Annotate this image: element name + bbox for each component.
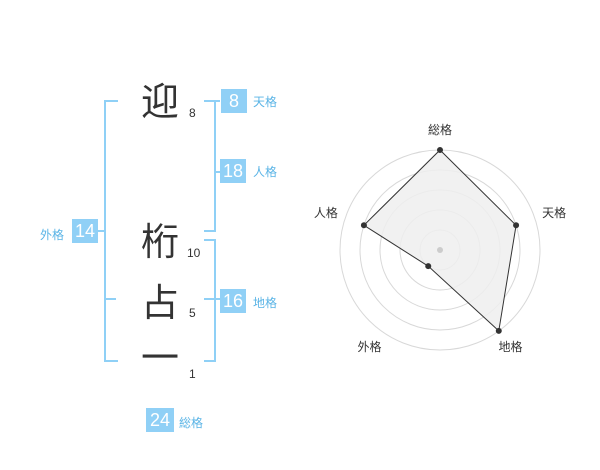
tenkaku-label: 天格 xyxy=(253,95,278,109)
radar-point-5 xyxy=(360,222,367,229)
radar-data-polygon xyxy=(363,149,517,332)
name-char-4: 一 xyxy=(140,336,179,380)
tenkaku-connector xyxy=(204,100,220,102)
soukaku-badge: 24 xyxy=(146,408,174,432)
name-char-2: 桁 xyxy=(140,220,179,264)
jinkaku-badge: 18 xyxy=(220,159,246,183)
chikaku-label: 地格 xyxy=(253,296,278,310)
radar-center-dot xyxy=(437,247,443,253)
radar-axis-label-4: 外格 xyxy=(357,339,381,354)
stroke-count-2: 10 xyxy=(187,246,201,260)
radar-point-4 xyxy=(425,263,432,270)
radar-point-3 xyxy=(495,327,502,334)
gaikaku-badge: 14 xyxy=(72,219,98,243)
jinkaku-label: 人格 xyxy=(253,165,278,179)
chikaku-bracket-split xyxy=(204,298,216,300)
stroke-count-1: 8 xyxy=(189,106,196,120)
radar-point-2 xyxy=(513,222,520,229)
radar-axis-label-5: 人格 xyxy=(314,205,338,220)
chikaku-bracket xyxy=(204,239,216,362)
radar-axis-label-1: 総格 xyxy=(428,122,452,137)
gaikaku-bracket xyxy=(104,100,118,362)
gaikaku-label: 外格 xyxy=(40,228,65,242)
name-char-3: 占 xyxy=(140,281,179,325)
gaikaku-bracket-split xyxy=(104,298,116,300)
gaikaku-connector xyxy=(98,230,104,232)
radar-axis-label-2: 天格 xyxy=(542,205,566,220)
name-char-1: 迎 xyxy=(140,80,179,124)
jinkaku-connector xyxy=(214,171,220,173)
stroke-count-4: 1 xyxy=(189,367,196,381)
tenkaku-badge: 8 xyxy=(221,89,247,113)
radar-point-1 xyxy=(437,147,443,153)
radar-axis-label-3: 地格 xyxy=(499,339,523,354)
chikaku-badge: 16 xyxy=(220,289,246,313)
stroke-count-3: 5 xyxy=(189,306,196,320)
soukaku-label: 総格 xyxy=(179,416,204,430)
chikaku-connector xyxy=(214,298,220,300)
